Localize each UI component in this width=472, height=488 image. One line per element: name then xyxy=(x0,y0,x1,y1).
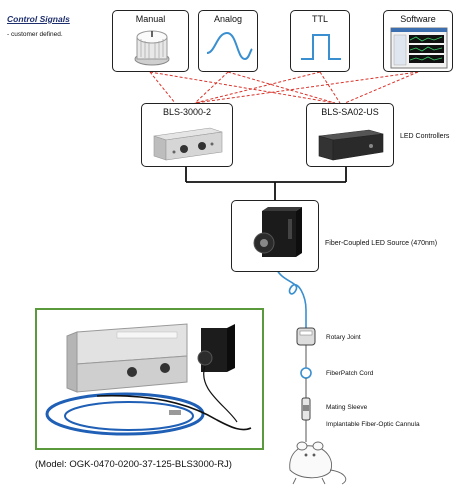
cannula-label: Implantable Fiber-Optic Cannula xyxy=(326,421,420,428)
model-caption: (Model: OGK-0470-0200-37-125-BLS3000-RJ) xyxy=(35,459,232,470)
control-signals-subtitle: - customer defined. xyxy=(7,31,63,38)
controller-device-image xyxy=(318,129,384,161)
input-software-box: Software xyxy=(383,10,453,72)
signal-dashed-lines xyxy=(149,71,419,104)
knob-icon xyxy=(134,30,170,66)
controller-device-image xyxy=(153,127,223,161)
input-manual-box: Manual xyxy=(112,10,189,72)
input-software-label: Software xyxy=(400,14,436,24)
led-source-box xyxy=(231,200,319,272)
mouse-icon xyxy=(289,441,347,485)
controller-bracket xyxy=(185,167,347,200)
mating-sleeve-graphic xyxy=(301,397,311,421)
pulse-icon xyxy=(301,34,341,60)
controller-blssa02-box: BLS-SA02-US xyxy=(306,103,394,167)
controller-blssa02-label: BLS-SA02-US xyxy=(321,107,379,117)
product-photo xyxy=(35,308,264,450)
led-source-image xyxy=(253,207,302,257)
controller-bls3000-label: BLS-3000-2 xyxy=(162,107,212,117)
input-ttl-box: TTL xyxy=(290,10,350,72)
led-source-label: Fiber-Coupled LED Source (470nm) xyxy=(325,240,438,247)
patch-cord-label: FiberPatch Cord xyxy=(326,370,374,377)
rotary-joint-graphic xyxy=(296,327,316,346)
input-analog-label: Analog xyxy=(213,14,243,24)
sine-wave-icon xyxy=(206,31,253,61)
rotary-joint-label: Rotary Joint xyxy=(326,334,361,341)
software-window-icon xyxy=(390,27,448,69)
input-analog-box: Analog xyxy=(198,10,258,72)
control-signals-title: Control Signals xyxy=(7,14,70,24)
product-photo-image xyxy=(45,323,252,436)
controller-bls3000-box: BLS-3000-2 xyxy=(141,103,233,167)
led-controllers-label: LED Controllers xyxy=(400,133,450,140)
input-manual-label: Manual xyxy=(135,14,166,24)
mating-sleeve-label: Mating Sleeve xyxy=(326,404,368,411)
input-ttl-label: TTL xyxy=(311,14,328,24)
fiber-path xyxy=(275,267,312,442)
